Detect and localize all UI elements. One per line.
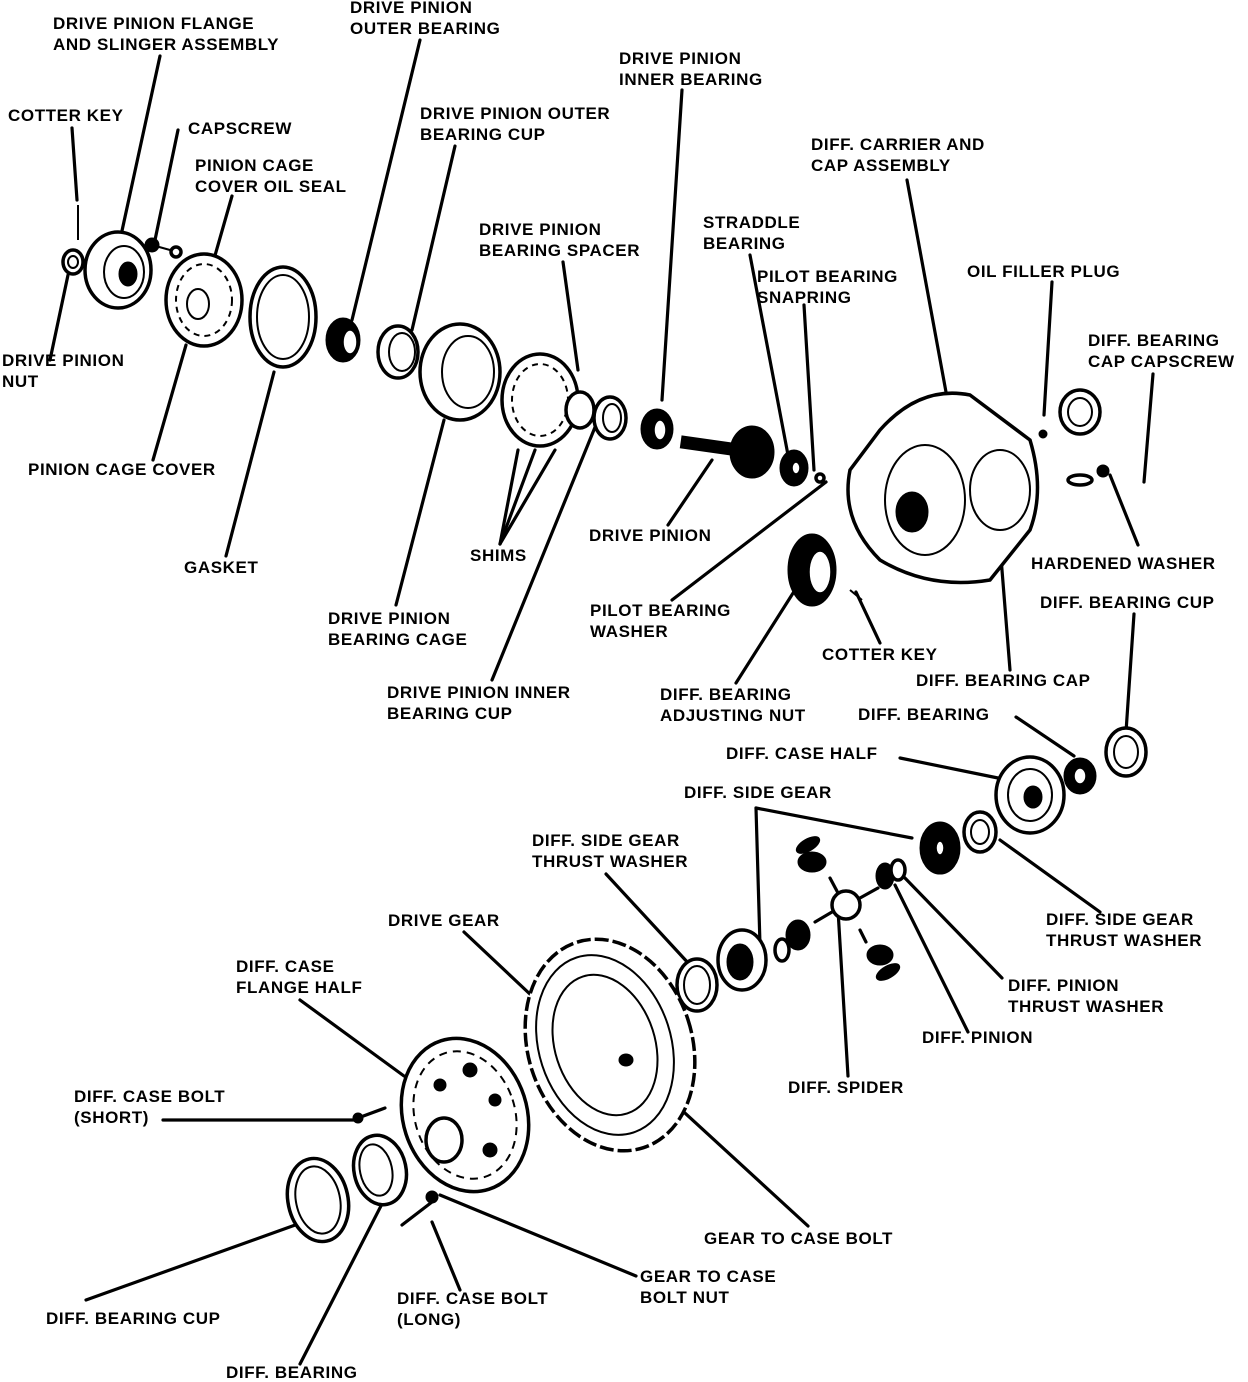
label-gasket: GASKET bbox=[184, 558, 259, 577]
label-diff-bearing-adjusting-nut: DIFF. BEARING ADJUSTING NUT bbox=[660, 685, 806, 725]
part-capscrew bbox=[144, 237, 183, 259]
label-drive-pinion-outer-bearing: DRIVE PINION OUTER BEARING bbox=[350, 0, 501, 38]
part-oil-filler-plug-and-seal bbox=[1038, 388, 1110, 487]
label-drive-pinion-inner-bearing-cup: DRIVE PINION INNER BEARING CUP bbox=[387, 683, 571, 723]
part-diff-case-flange-half bbox=[399, 1036, 531, 1194]
part-diff-side-gear-right bbox=[919, 821, 961, 875]
part-side-gear-thrust-washer-right bbox=[962, 810, 998, 854]
part-drive-pinion-flange bbox=[83, 230, 153, 310]
label-pinion-cage-cover-oil-seal: PINION CAGE COVER OIL SEAL bbox=[195, 156, 347, 196]
part-diff-case-bolt-short bbox=[352, 1106, 387, 1124]
part-diff-case-bolt-long bbox=[400, 1190, 439, 1227]
label-diff-case-flange-half: DIFF. CASE FLANGE HALF bbox=[236, 957, 363, 997]
label-hardened-washer: HARDENED WASHER bbox=[1031, 554, 1216, 573]
part-cotter-key-mid bbox=[849, 589, 863, 601]
part-drive-pinion-nut bbox=[61, 248, 85, 276]
part-drive-pinion bbox=[679, 425, 775, 479]
label-oil-filler-plug: OIL FILLER PLUG bbox=[967, 262, 1121, 281]
part-gasket bbox=[248, 265, 318, 369]
label-capscrew: CAPSCREW bbox=[188, 119, 292, 138]
part-straddle-bearing bbox=[779, 449, 826, 487]
label-cotter-key-mid: COTTER KEY bbox=[822, 645, 938, 664]
part-diff-bearing-cup-right bbox=[1104, 726, 1148, 778]
label-diff-spider: DIFF. SPIDER bbox=[788, 1078, 904, 1097]
label-drive-pinion-inner-bearing: DRIVE PINION INNER BEARING bbox=[619, 49, 763, 89]
part-diff-side-gear-left bbox=[716, 928, 768, 992]
part-diff-bearing-adjusting-nut bbox=[787, 533, 837, 607]
label-diff-bearing-left: DIFF. BEARING bbox=[226, 1363, 358, 1382]
part-diff-bearing-cup-left bbox=[285, 1156, 351, 1244]
part-drive-gear bbox=[523, 937, 697, 1153]
label-diff-pinion-thrust-washer: DIFF. PINION THRUST WASHER bbox=[1008, 976, 1165, 1016]
label-cotter-key-top: COTTER KEY bbox=[8, 106, 124, 125]
part-diff-bearing-left bbox=[351, 1133, 409, 1207]
label-drive-pinion-nut: DRIVE PINION NUT bbox=[2, 351, 125, 391]
part-drive-pinion-bearing-cage bbox=[418, 322, 502, 422]
label-pilot-bearing-snapring: PILOT BEARING SNAPRING bbox=[757, 267, 898, 307]
part-drive-pinion-inner-bearing bbox=[640, 408, 674, 450]
part-pinion-cage-cover bbox=[164, 252, 244, 348]
part-side-gear-thrust-washer-left bbox=[675, 957, 719, 1013]
label-drive-pinion-bearing-spacer: DRIVE PINION BEARING SPACER bbox=[479, 220, 641, 260]
part-outer-bearing-cup bbox=[376, 324, 420, 380]
label-diff-bearing-cup-left: DIFF. BEARING CUP bbox=[46, 1309, 221, 1328]
label-diff-case-bolt-long: DIFF. CASE BOLT (LONG) bbox=[397, 1289, 549, 1329]
part-shims-and-spacer bbox=[500, 352, 596, 448]
part-diff-carrier bbox=[846, 391, 1040, 585]
label-diff-case-bolt-short: DIFF. CASE BOLT (SHORT) bbox=[74, 1087, 226, 1127]
part-diff-pinions-and-washers bbox=[773, 836, 901, 981]
label-drive-pinion: DRIVE PINION bbox=[589, 526, 712, 545]
part-inner-bearing-cup bbox=[592, 395, 628, 441]
label-straddle-bearing: STRADDLE BEARING bbox=[703, 213, 801, 253]
label-diff-carrier-and-cap-assembly: DIFF. CARRIER AND CAP ASSEMBLY bbox=[811, 135, 985, 175]
label-shims: SHIMS bbox=[470, 546, 527, 565]
label-gear-to-case-bolt: GEAR TO CASE BOLT bbox=[704, 1229, 894, 1248]
label-diff-case-half: DIFF. CASE HALF bbox=[726, 744, 878, 763]
label-diff-pinion: DIFF. PINION bbox=[922, 1028, 1034, 1047]
label-pinion-cage-cover: PINION CAGE COVER bbox=[28, 460, 216, 479]
label-diff-side-gear-thrust-washer-left: DIFF. SIDE GEAR THRUST WASHER bbox=[532, 831, 689, 871]
part-drive-pinion-outer-bearing bbox=[325, 317, 361, 363]
label-drive-pinion-flange-and-slinger-assembly: DRIVE PINION FLANGE AND SLINGER ASSEMBLY bbox=[53, 14, 280, 54]
label-drive-pinion-bearing-cage: DRIVE PINION BEARING CAGE bbox=[328, 609, 468, 649]
part-diff-pinion-upper bbox=[875, 858, 907, 890]
label-drive-pinion-outer-bearing-cup: DRIVE PINION OUTER BEARING CUP bbox=[420, 104, 611, 144]
label-diff-bearing-cap: DIFF. BEARING CAP bbox=[916, 671, 1091, 690]
part-diff-spider bbox=[813, 876, 880, 944]
label-gear-to-case-bolt-nut: GEAR TO CASE BOLT NUT bbox=[640, 1267, 777, 1307]
label-diff-bearing-cap-capscrew: DIFF. BEARING CAP CAPSCREW bbox=[1088, 331, 1235, 371]
label-diff-side-gear-thrust-washer-right: DIFF. SIDE GEAR THRUST WASHER bbox=[1046, 910, 1203, 950]
part-diff-case-half bbox=[994, 755, 1066, 835]
label-drive-gear: DRIVE GEAR bbox=[388, 911, 500, 930]
label-diff-side-gear: DIFF. SIDE GEAR bbox=[684, 783, 832, 802]
label-diff-bearing-cup-right: DIFF. BEARING CUP bbox=[1040, 593, 1215, 612]
label-pilot-bearing-washer: PILOT BEARING WASHER bbox=[590, 601, 731, 641]
label-diff-bearing-right: DIFF. BEARING bbox=[858, 705, 990, 724]
part-diff-bearing-right bbox=[1063, 757, 1097, 795]
